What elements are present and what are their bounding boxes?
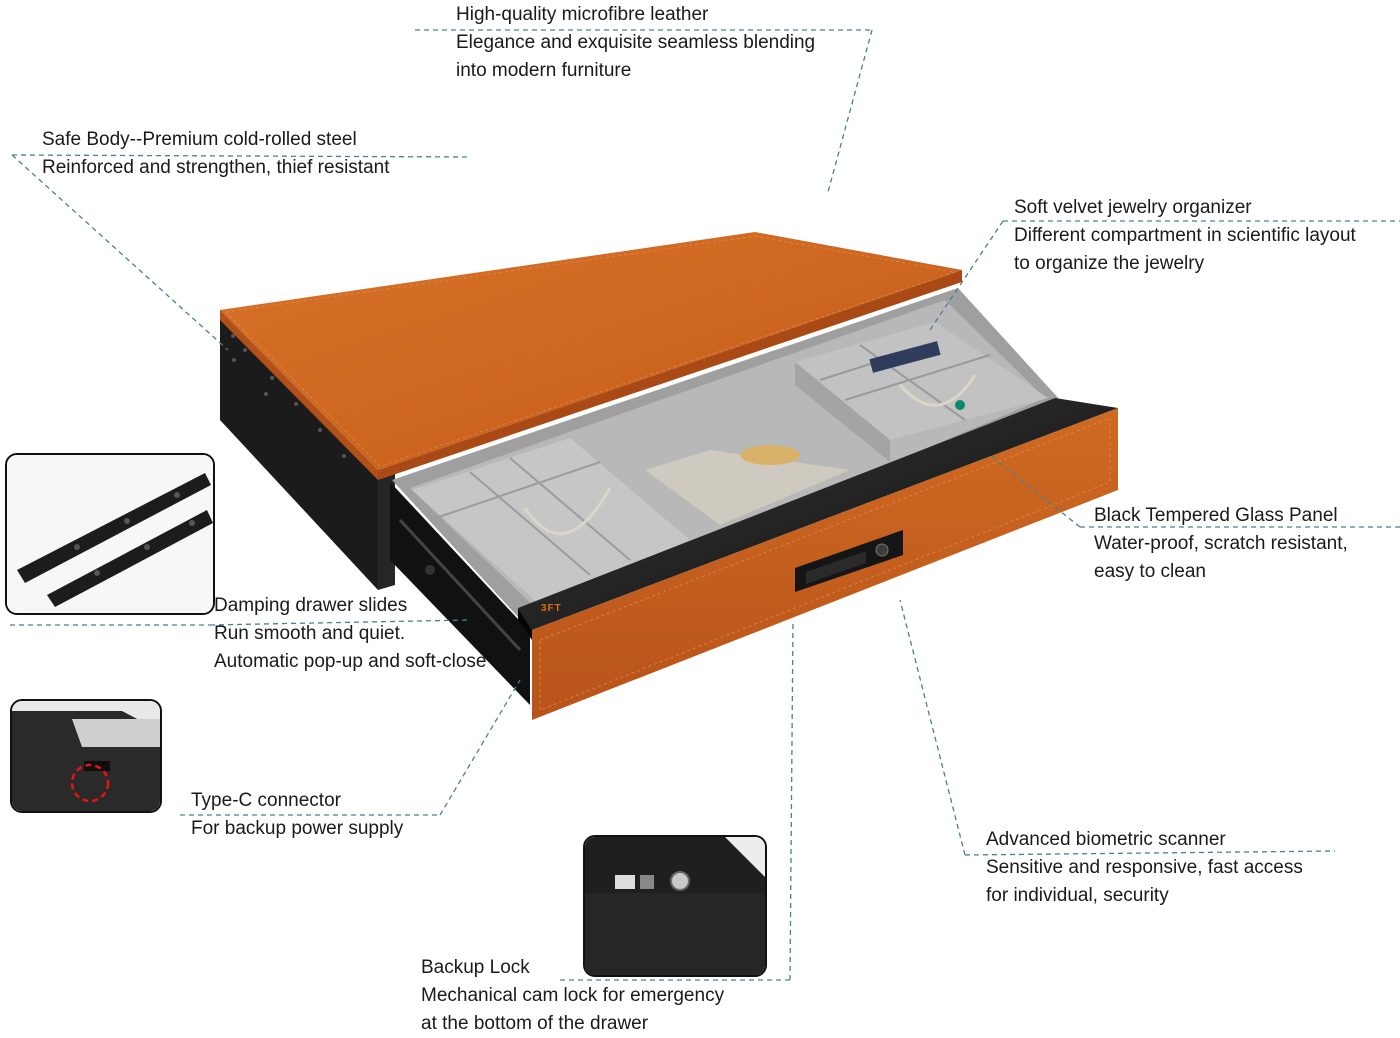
- callout-line: Automatic pop-up and soft-close: [214, 651, 487, 672]
- type-c-inset: [10, 699, 162, 813]
- leader-lines: [10, 29, 1400, 981]
- callout-line: at the bottom of the drawer: [421, 1013, 649, 1034]
- callout-type-c: Type-C connector For backup power supply: [191, 787, 403, 843]
- callout-leather: High-quality microfibre leather Elegance…: [456, 1, 815, 85]
- callout-backup-lock: Backup Lock Mechanical cam lock for emer…: [421, 954, 724, 1038]
- callout-title: Safe Body--Premium cold-rolled steel: [42, 129, 357, 150]
- callout-line: into modern furniture: [456, 60, 632, 81]
- callout-line: to organize the jewelry: [1014, 253, 1205, 274]
- drawer-front: [532, 408, 1118, 720]
- callout-glass-panel: Black Tempered Glass Panel Water-proof, …: [1094, 502, 1348, 586]
- callout-title: Advanced biometric scanner: [986, 829, 1226, 850]
- callout-line: Reinforced and strengthen, thief resista…: [42, 157, 390, 178]
- callout-title: High-quality microfibre leather: [456, 4, 709, 25]
- callout-title: Backup Lock: [421, 957, 530, 978]
- leather-top: [220, 232, 962, 480]
- brand-logo: 3FT: [541, 603, 562, 614]
- callout-line: for individual, security: [986, 885, 1169, 906]
- callout-line: For backup power supply: [191, 818, 404, 839]
- drawer-slide-icon: [7, 455, 213, 613]
- callout-line: Different compartment in scientific layo…: [1014, 225, 1356, 246]
- callout-organizer: Soft velvet jewelry organizer Different …: [1014, 194, 1356, 278]
- callout-safe-body: Safe Body--Premium cold-rolled steel Rei…: [42, 126, 389, 182]
- jewelry: [523, 374, 977, 536]
- callout-slides: Damping drawer slides Run smooth and qui…: [214, 592, 487, 676]
- callout-line: Mechanical cam lock for emergency: [421, 985, 725, 1006]
- callout-line: Run smooth and quiet.: [214, 623, 406, 644]
- backup-lock-inset: [583, 835, 767, 977]
- callout-title: Soft velvet jewelry organizer: [1014, 197, 1252, 218]
- fingerprint-scanner-icon: [876, 544, 888, 556]
- callout-line: Sensitive and responsive, fast access: [986, 857, 1303, 878]
- drawer-slide-rail: [390, 482, 530, 705]
- type-c-port-icon: [12, 701, 160, 811]
- cam-lock-icon: [585, 837, 765, 975]
- callout-line: Water-proof, scratch resistant,: [1094, 533, 1348, 554]
- drawer-slide-inset: [5, 453, 215, 615]
- glass-panel: [518, 398, 1118, 640]
- callout-line: Elegance and exquisite seamless blending: [456, 32, 816, 53]
- callout-title: Black Tempered Glass Panel: [1094, 505, 1338, 526]
- drawer-tray: [392, 288, 1060, 630]
- callout-title: Type-C connector: [191, 790, 341, 811]
- callout-scanner: Advanced biometric scanner Sensitive and…: [986, 826, 1303, 910]
- callout-title: Damping drawer slides: [214, 595, 408, 616]
- callout-line: easy to clean: [1094, 561, 1206, 582]
